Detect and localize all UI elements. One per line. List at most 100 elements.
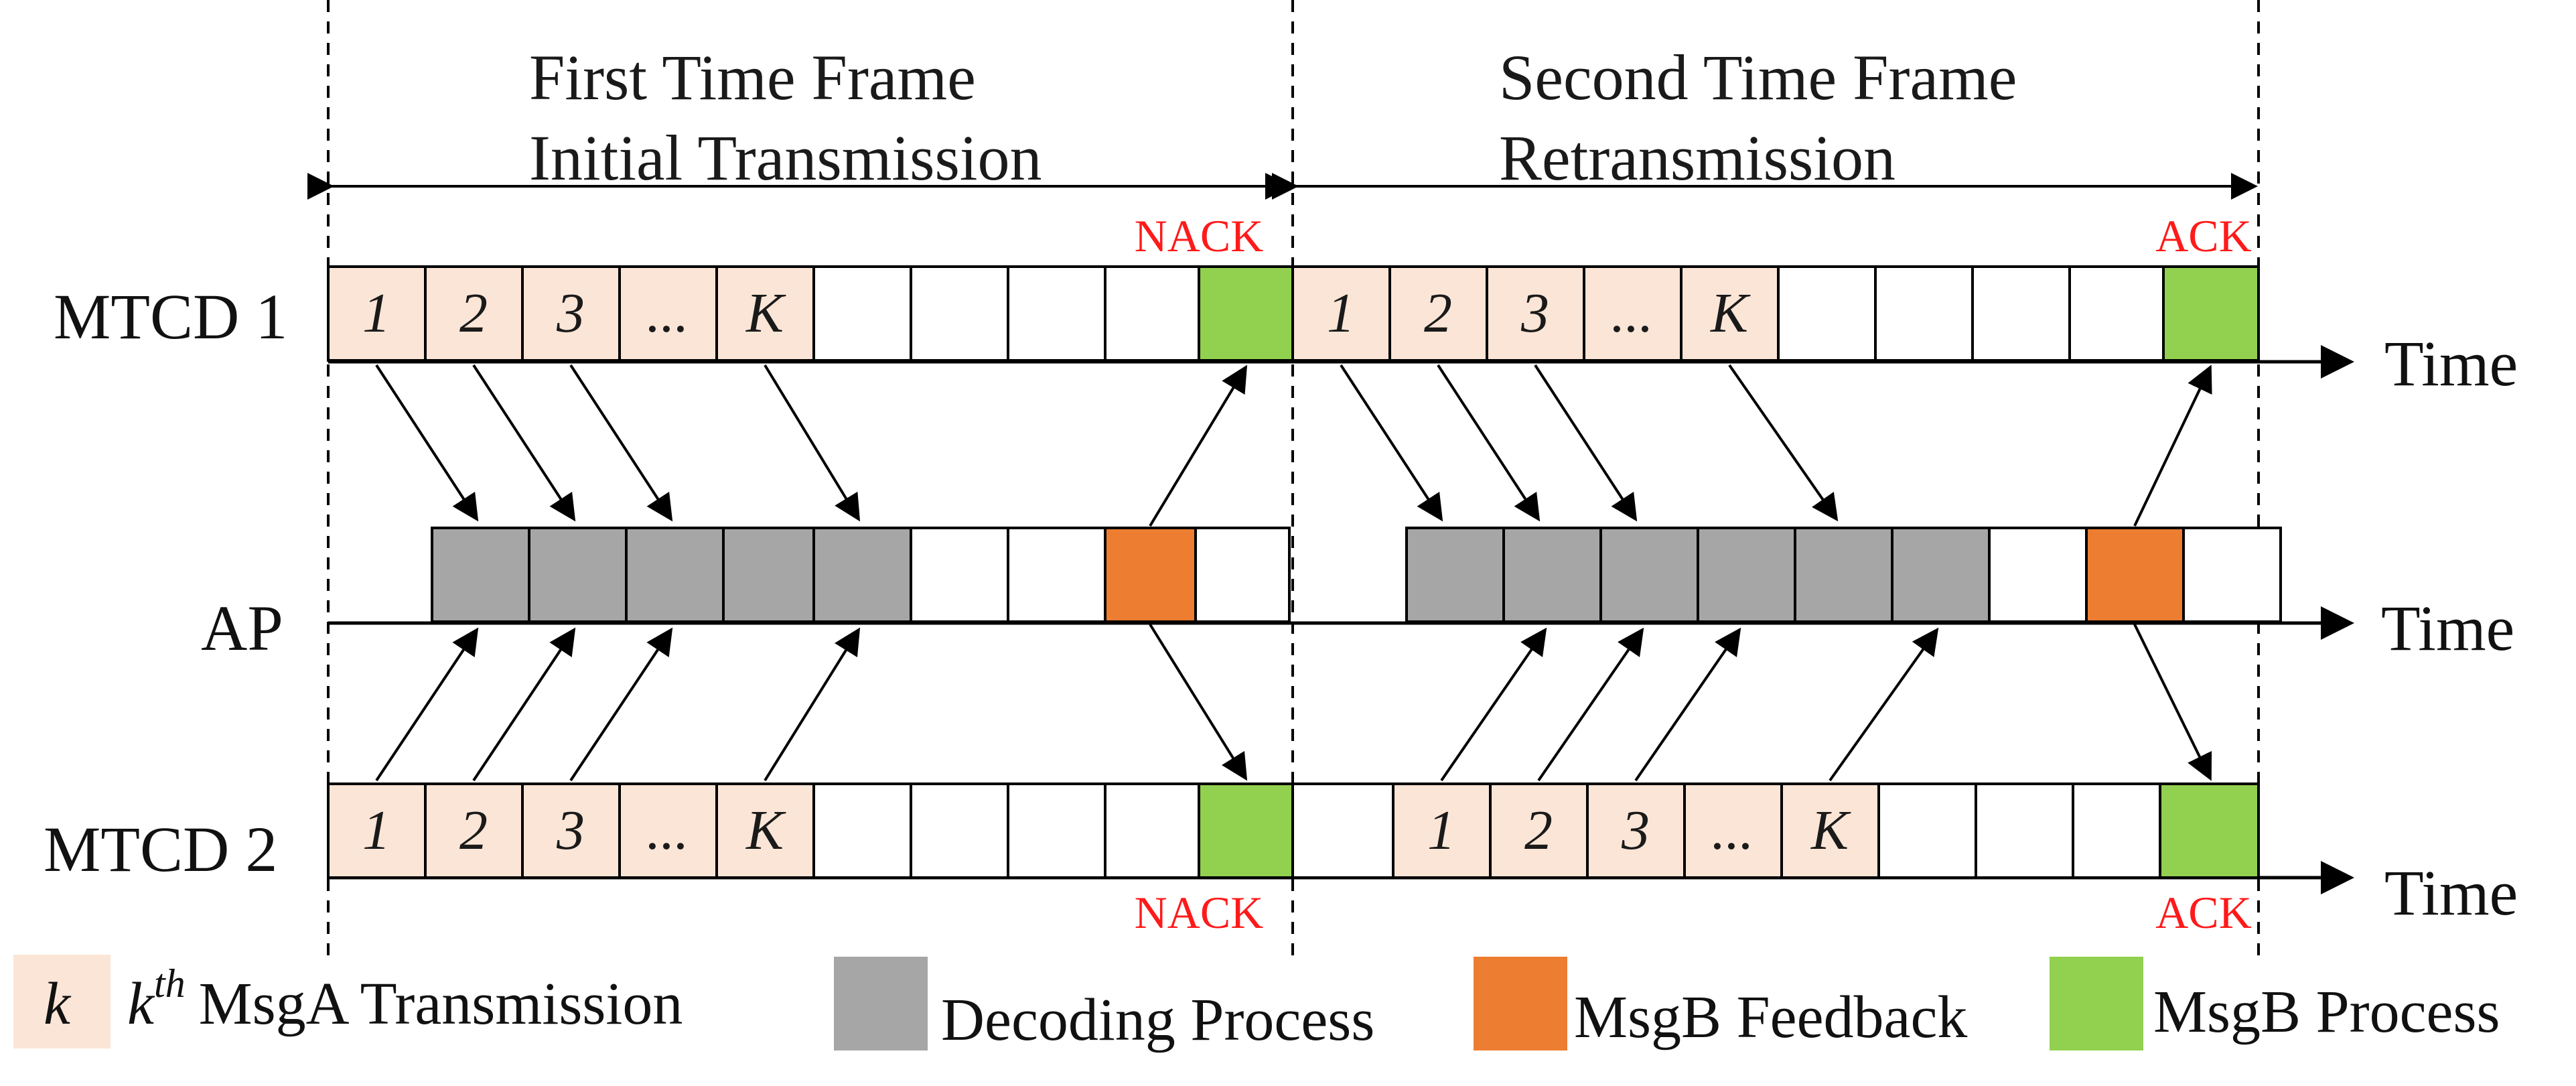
slot-labels: 1 2 3 ... K 1 2 3 ... K 1 2 3 ... K 1 2 …: [362, 282, 1851, 862]
time-label-ap: Time: [2381, 592, 2514, 664]
mtcd2-f1-slot-label-3: 3: [556, 799, 585, 862]
row-label-mtcd1: MTCD 1: [54, 281, 287, 352]
legend-process-swatch: [2050, 957, 2143, 1050]
mtcd2-f1-slot-label-5: K: [745, 799, 786, 862]
mtcd2-f2-slot-label-2: 2: [1524, 799, 1553, 862]
mtcd2-f1-slot-2: [424, 783, 524, 879]
mtcd2-f2-slot-1: [1392, 783, 1492, 879]
mtcd2-f2-empty-1: [1877, 783, 1977, 879]
ap-f1-empty-2: [1007, 527, 1106, 623]
uplink-arrow-mtcd2-f2-3: [1634, 627, 1741, 782]
mtcd1-f2-slot-label-3: 3: [1520, 282, 1549, 344]
legend-process-label: MsgB Process: [2153, 979, 2500, 1045]
row-labels: MTCD 1 AP MTCD 2: [44, 281, 287, 885]
mtcd1-f1-empty-1: [812, 265, 912, 362]
mtcd2-f2-backoff: [1291, 783, 1394, 879]
uplink-arrow-mtcd2-f2-k: [1829, 627, 1939, 782]
mtcd2-f2-slot-label-5: K: [1810, 799, 1851, 862]
frame-titles: First Time Frame Initial Transmission Se…: [529, 42, 2017, 194]
time-label-mtcd2: Time: [2384, 857, 2518, 929]
uplink-arrow-mtcd2-f1-2: [472, 627, 576, 782]
legend-msga-sup-base: k: [127, 971, 155, 1037]
uplink-arrow-mtcd2-f1-3: [569, 627, 673, 782]
ap-f1-empty-3: [1194, 527, 1291, 623]
mtcd2-f1-slot-label-4: ...: [647, 799, 689, 862]
legend-decoding-swatch: [834, 957, 928, 1050]
mtcd2-f1-slot-label-1: 1: [362, 799, 390, 862]
mtcd1-f2-slot-1: [1291, 265, 1391, 362]
mtcd2-f2-empty-2: [1975, 783, 2074, 879]
ap-f2-decoding-4: [1697, 527, 1796, 623]
legend-msga-sup: th: [154, 961, 186, 1006]
uplink-arrow-mtcd1-f2-1: [1340, 364, 1443, 522]
mtcd2-f1-empty-1: [812, 783, 912, 879]
mtcd1-f2-empty-1: [1777, 265, 1877, 362]
legend-decoding-label: Decoding Process: [941, 987, 1374, 1053]
legend-feedback-label: MsgB Feedback: [1574, 984, 1967, 1050]
mtcd2-f2-slot-4: [1683, 783, 1783, 879]
uplink-arrow-mtcd1-f1-1: [375, 364, 479, 522]
ap-slots: [431, 527, 2282, 623]
mtcd1-f2-empty-3: [1971, 265, 2071, 362]
mtcd2-f1-slot-4: [618, 783, 718, 879]
signal-arrows: [375, 364, 2212, 782]
ap-f1-decoding-4: [722, 527, 815, 623]
mtcd1-f1-empty-2: [910, 265, 1009, 362]
mtcd1-f1-slot-label-3: 3: [556, 282, 585, 344]
feedback-labels: NACK ACK NACK ACK: [1135, 210, 2252, 938]
mtcd1-f2-slot-label-5: K: [1710, 282, 1751, 344]
uplink-arrow-mtcd2-f2-1: [1440, 627, 1547, 782]
ap-f2-decoding-1: [1405, 527, 1505, 623]
mtcd1-slots: [327, 265, 2260, 362]
ap-f2-decoding-3: [1599, 527, 1699, 623]
downlink-arrow-mtcd2-f1: [1149, 623, 1248, 781]
ap-f1-empty-1: [910, 527, 1009, 623]
ap-f1-decoding-2: [528, 527, 628, 623]
downlink-arrow-mtcd2-f2: [2133, 624, 2212, 781]
mtcd2-ack-label: ACK: [2155, 887, 2252, 938]
mtcd2-f2-slot-label-3: 3: [1621, 799, 1650, 862]
legend-msga-text: MsgA Transmission: [199, 971, 683, 1037]
time-label-mtcd1: Time: [2384, 328, 2518, 399]
mtcd1-f1-empty-4: [1104, 265, 1200, 362]
legend-msga-swatch: [13, 955, 111, 1048]
ap-f1-decoding-5: [812, 527, 912, 623]
mtcd2-slots: [327, 783, 2260, 879]
mtcd2-f1-slot-1: [327, 783, 427, 879]
uplink-arrow-mtcd1-f1-k: [764, 364, 861, 522]
mtcd1-ack-label: ACK: [2155, 210, 2252, 261]
time-labels: Time Time Time: [2381, 328, 2518, 929]
mtcd2-f1-empty-2: [910, 783, 1009, 879]
ap-f2-empty-2: [2182, 527, 2282, 623]
mtcd1-f1-slot-label-5: K: [745, 282, 786, 344]
mtcd2-f2-slot-3: [1586, 783, 1686, 879]
mtcd1-f2-slot-2: [1388, 265, 1488, 362]
ap-f2-decoding-6: [1891, 527, 1991, 623]
uplink-arrow-mtcd1-f1-2: [472, 364, 576, 522]
frame2-subtitle: Retransmission: [1499, 122, 1895, 194]
mtcd2-f2-slot-label-4: ...: [1712, 799, 1754, 862]
mtcd1-f2-slot-label-2: 2: [1424, 282, 1452, 344]
mtcd1-f2-empty-2: [1874, 265, 1974, 362]
ap-f1-decoding-1: [431, 527, 530, 623]
ap-f2-decoding-5: [1794, 527, 1893, 623]
mtcd1-f1-slot-2: [424, 265, 524, 362]
mtcd2-f1-slot-5: [715, 783, 815, 879]
uplink-arrow-mtcd2-f2-2: [1537, 627, 1644, 782]
mtcd2-f2-slot-label-1: 1: [1427, 799, 1455, 862]
mtcd2-f2-slot-5: [1780, 783, 1880, 879]
mtcd2-f2-empty-3: [2072, 783, 2161, 879]
mtcd1-f1-slot-label-1: 1: [362, 282, 390, 344]
uplink-arrow-mtcd1-f1-3: [569, 364, 673, 522]
mtcd1-f2-empty-4: [2068, 265, 2165, 362]
mtcd2-f1-empty-4: [1104, 783, 1200, 879]
mtcd2-f1-empty-3: [1007, 783, 1106, 879]
frame2-title: Second Time Frame: [1499, 42, 2017, 113]
mtcd1-f2-slot-label-1: 1: [1327, 282, 1355, 344]
mtcd1-f1-slot-label-4: ...: [647, 282, 689, 344]
mtcd1-f2-slot-3: [1486, 265, 1585, 362]
mtcd1-f1-slot-label-2: 2: [459, 282, 488, 344]
mtcd1-f1-empty-3: [1007, 265, 1106, 362]
ap-f2-empty-1: [1988, 527, 2088, 623]
